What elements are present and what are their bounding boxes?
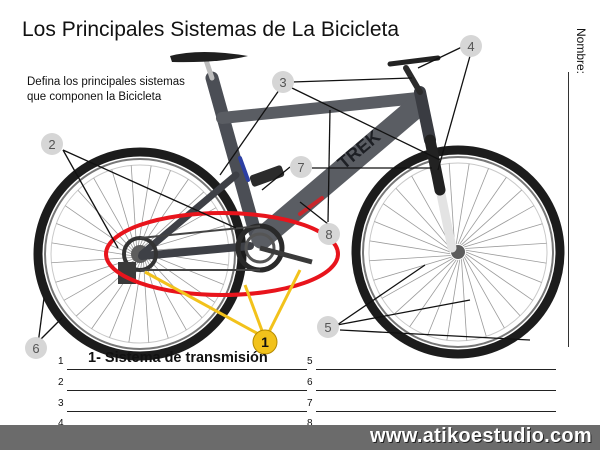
drivetrain [118,223,313,284]
wheel-spoke [465,253,533,301]
callout-1: 1 [252,329,278,355]
front-wheel [351,145,565,359]
svg-text:1: 1 [261,334,269,350]
callout-2: 2 [41,133,63,155]
name-line [568,72,569,347]
wheel-spoke [448,163,455,245]
wheel-spoke [462,258,487,337]
name-label: Nombre: [574,28,588,75]
wheel-spoke [463,256,505,329]
wheel-spoke [369,240,451,255]
instructions-text: Defina los principales sistemas que comp… [27,76,185,103]
answer-row-7: 7 [307,398,562,412]
svg-text:2: 2 [48,137,55,152]
answer-line-2[interactable] [67,390,307,391]
wheel-spoke [465,242,547,249]
wheel-spoke [128,261,143,343]
answer-row-1: 1 [58,356,308,370]
answer-line-1[interactable] [67,369,307,370]
answer-row-2: 2 [58,377,308,391]
wheel-spoke [465,249,547,264]
wheel-spoke [146,225,225,250]
wheel-spoke [393,258,455,315]
wheel-spoke [56,223,133,255]
callout-leader-lines [37,45,531,345]
watermark-url[interactable]: www.atikoestudio.com [370,425,592,447]
svg-text:8: 8 [325,227,332,242]
callout-7: 7 [290,156,312,178]
wheel-spoke [51,242,133,257]
wheel-spoke [373,256,452,281]
wheel-spoke [409,259,457,327]
wheel-spoke [455,163,470,245]
svg-text:3: 3 [279,75,286,90]
answer-line-7[interactable] [316,411,556,412]
wheel-spoke [143,261,150,343]
answer-row-3: 3 [58,398,308,412]
wheel-spoke [383,203,451,251]
wheel-spoke [51,257,133,264]
wheel-spoke [427,259,459,336]
callout-8: 8 [318,223,340,245]
transmission-highlight-ellipse [104,211,340,297]
wheel-spoke [139,170,171,247]
wheel-spoke [77,189,134,251]
wheel-spoke [65,205,133,253]
callout-4: 4 [460,35,482,57]
wheel-spoke [93,177,135,250]
wheel-spoke [464,223,543,248]
bike-frame: TREK [138,52,457,260]
answer-line-5[interactable] [316,369,556,370]
wheel-spoke [395,187,452,249]
wheel-spoke [111,169,136,248]
answer-row-6: 6 [307,377,562,391]
wheel-spoke [457,168,489,245]
wheel-spoke [141,179,189,247]
wheel-spoke [446,259,461,341]
svg-text:6: 6 [32,341,39,356]
wheel-spoke [462,205,535,247]
wheel-spoke [459,177,507,245]
answer-line-3[interactable] [67,411,307,412]
answer-line-6[interactable] [316,390,556,391]
svg-text:5: 5 [324,320,331,335]
callout-5: 5 [317,316,339,338]
wheel-spoke [374,221,451,253]
answer-row-5: 5 [307,356,562,370]
wheel-spoke [137,165,152,247]
wheel-spoke [464,255,521,317]
wheel-spoke [369,255,451,262]
footer-bar: www.atikoestudio.com [0,425,600,450]
wheel-spoke [381,257,454,299]
wheel-spoke [130,165,137,247]
wheel-spoke [144,260,169,339]
callout-1-pointers [144,269,302,338]
callout-6: 6 [25,337,47,359]
svg-text:7: 7 [297,160,304,175]
page-title: Los Principales Sistemas de La Bicicleta [22,18,400,41]
answer-heading: 1- Sistema de transmisión [88,350,268,366]
wheel-spoke [465,251,542,283]
wheel-spoke [461,189,523,246]
svg-text:4: 4 [467,39,474,54]
callout-3: 3 [272,71,294,93]
wheel-spoke [461,259,468,341]
